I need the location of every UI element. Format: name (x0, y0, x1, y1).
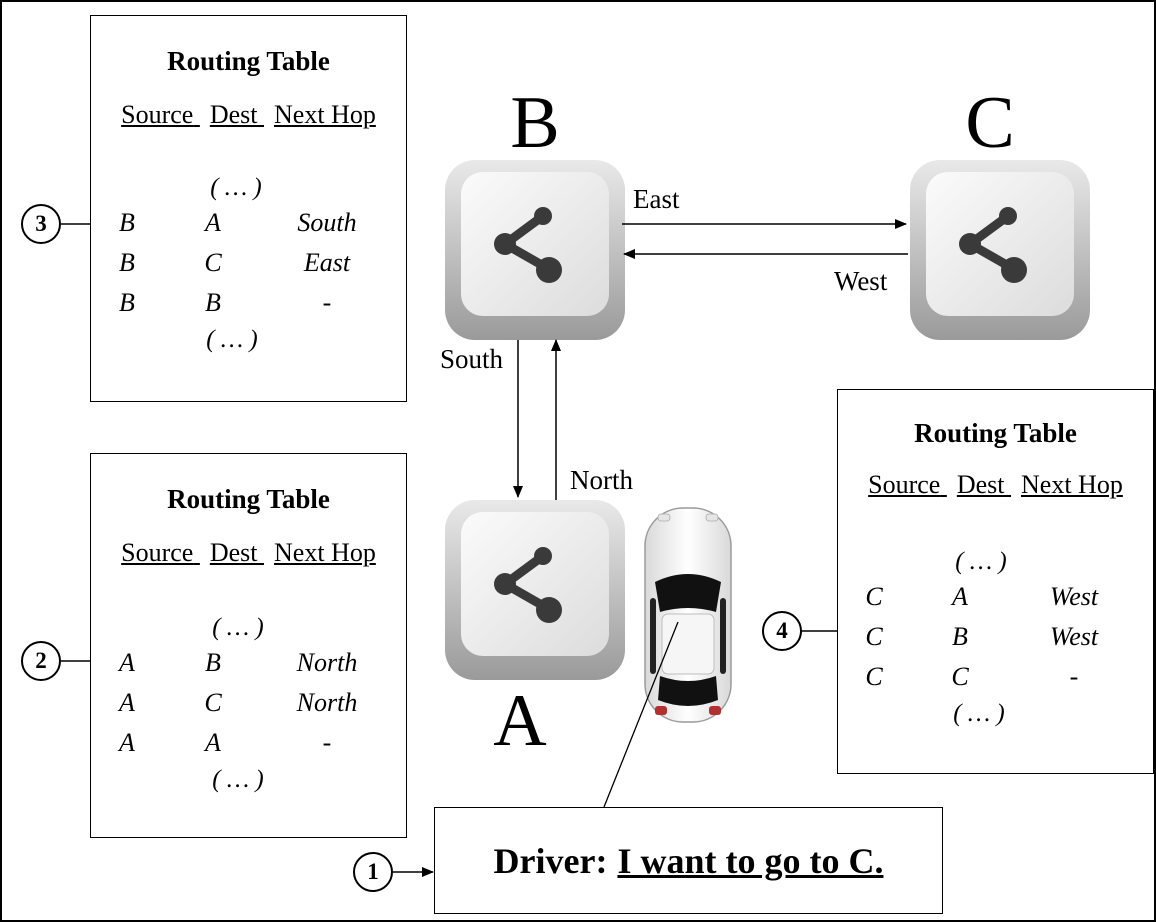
cell-dest: C (204, 248, 222, 277)
cell-source: A (119, 728, 135, 757)
table-row: B A South (91, 208, 406, 246)
table-header: Source Dest Next Hop (91, 538, 406, 568)
node-label-c: C (965, 82, 1015, 164)
cell-dest: B (205, 648, 221, 677)
cell-dest: B (952, 622, 968, 651)
router-c (910, 160, 1090, 340)
table-header: Source Dest Next Hop (838, 470, 1153, 500)
table-title: Routing Table (167, 46, 330, 76)
table-ellipsis-top: ( … ) (955, 548, 1007, 575)
table-ellipsis-top: ( … ) (210, 174, 262, 201)
table-row: A A - (91, 728, 406, 766)
node-label-b: B (510, 82, 560, 164)
cell-source: B (119, 288, 135, 317)
routing-table-a: Routing Table Source Dest Next Hop ( … )… (90, 453, 407, 838)
cell-dest: A (205, 208, 221, 237)
header-source: Source (868, 470, 941, 499)
driver-request-box: Driver: I want to go to C. (434, 807, 943, 914)
table-title: Routing Table (914, 418, 1077, 448)
header-next-hop: Next Hop (1021, 470, 1123, 499)
driver-prefix: Driver: (493, 840, 608, 881)
header-source: Source (121, 100, 194, 129)
cell-dest: A (952, 582, 968, 611)
cell-dest: B (205, 288, 221, 317)
cell-source: C (865, 662, 883, 691)
cell-next-hop: - (1069, 662, 1079, 691)
cell-dest: A (205, 728, 221, 757)
table-ellipsis-bottom: ( … ) (212, 766, 264, 793)
router-b (445, 160, 625, 340)
cell-next-hop: South (297, 208, 357, 237)
cell-next-hop: - (322, 728, 332, 757)
cell-source: B (119, 208, 135, 237)
table-row: A B North (91, 648, 406, 686)
header-dest: Dest (209, 100, 258, 129)
step-4-marker: 4 (762, 611, 802, 651)
link-label-east: East (633, 184, 680, 214)
header-source: Source (121, 538, 194, 567)
share-icon (445, 160, 625, 340)
header-dest: Dest (956, 470, 1005, 499)
cell-next-hop: North (296, 648, 358, 677)
table-row: C C - (838, 662, 1153, 700)
table-header: Source Dest Next Hop (91, 100, 406, 130)
cell-next-hop: West (1049, 582, 1099, 611)
table-row: C B West (838, 622, 1153, 660)
share-icon (445, 500, 625, 680)
car-icon (644, 507, 732, 723)
cell-next-hop: - (322, 288, 332, 317)
cell-dest: C (951, 662, 969, 691)
header-next-hop: Next Hop (274, 538, 376, 567)
routing-table-c: Routing Table Source Dest Next Hop ( … )… (837, 389, 1154, 774)
table-row: B B - (91, 288, 406, 326)
table-row: A C North (91, 688, 406, 726)
link-label-south: South (440, 344, 504, 374)
cell-next-hop: North (296, 688, 358, 717)
cell-dest: C (204, 688, 222, 717)
table-row: B C East (91, 248, 406, 286)
share-icon (910, 160, 1090, 340)
cell-source: B (119, 248, 135, 277)
cell-source: A (119, 648, 135, 677)
cell-next-hop: East (303, 248, 351, 277)
header-next-hop: Next Hop (274, 100, 376, 129)
table-title: Routing Table (167, 484, 330, 514)
header-dest: Dest (209, 538, 258, 567)
link-label-north: North (570, 465, 633, 495)
cell-source: A (119, 688, 135, 717)
speech-line (603, 621, 679, 808)
step-2-marker: 2 (21, 641, 61, 681)
step-1-marker: 1 (353, 852, 393, 892)
cell-source: C (865, 622, 883, 651)
link-label-west: West (834, 266, 888, 296)
cell-source: C (865, 582, 883, 611)
cell-next-hop: West (1049, 622, 1099, 651)
node-label-a: A (493, 680, 547, 762)
step-3-marker: 3 (21, 204, 61, 244)
driver-request-text: I want to go to C. (617, 840, 884, 881)
table-ellipsis-bottom: ( … ) (953, 700, 1005, 727)
routing-table-b: Routing Table Source Dest Next Hop ( … )… (90, 15, 407, 402)
table-ellipsis-top: ( … ) (212, 614, 264, 641)
table-ellipsis-bottom: ( … ) (206, 326, 258, 353)
router-a (445, 500, 625, 680)
table-row: C A West (838, 582, 1153, 620)
